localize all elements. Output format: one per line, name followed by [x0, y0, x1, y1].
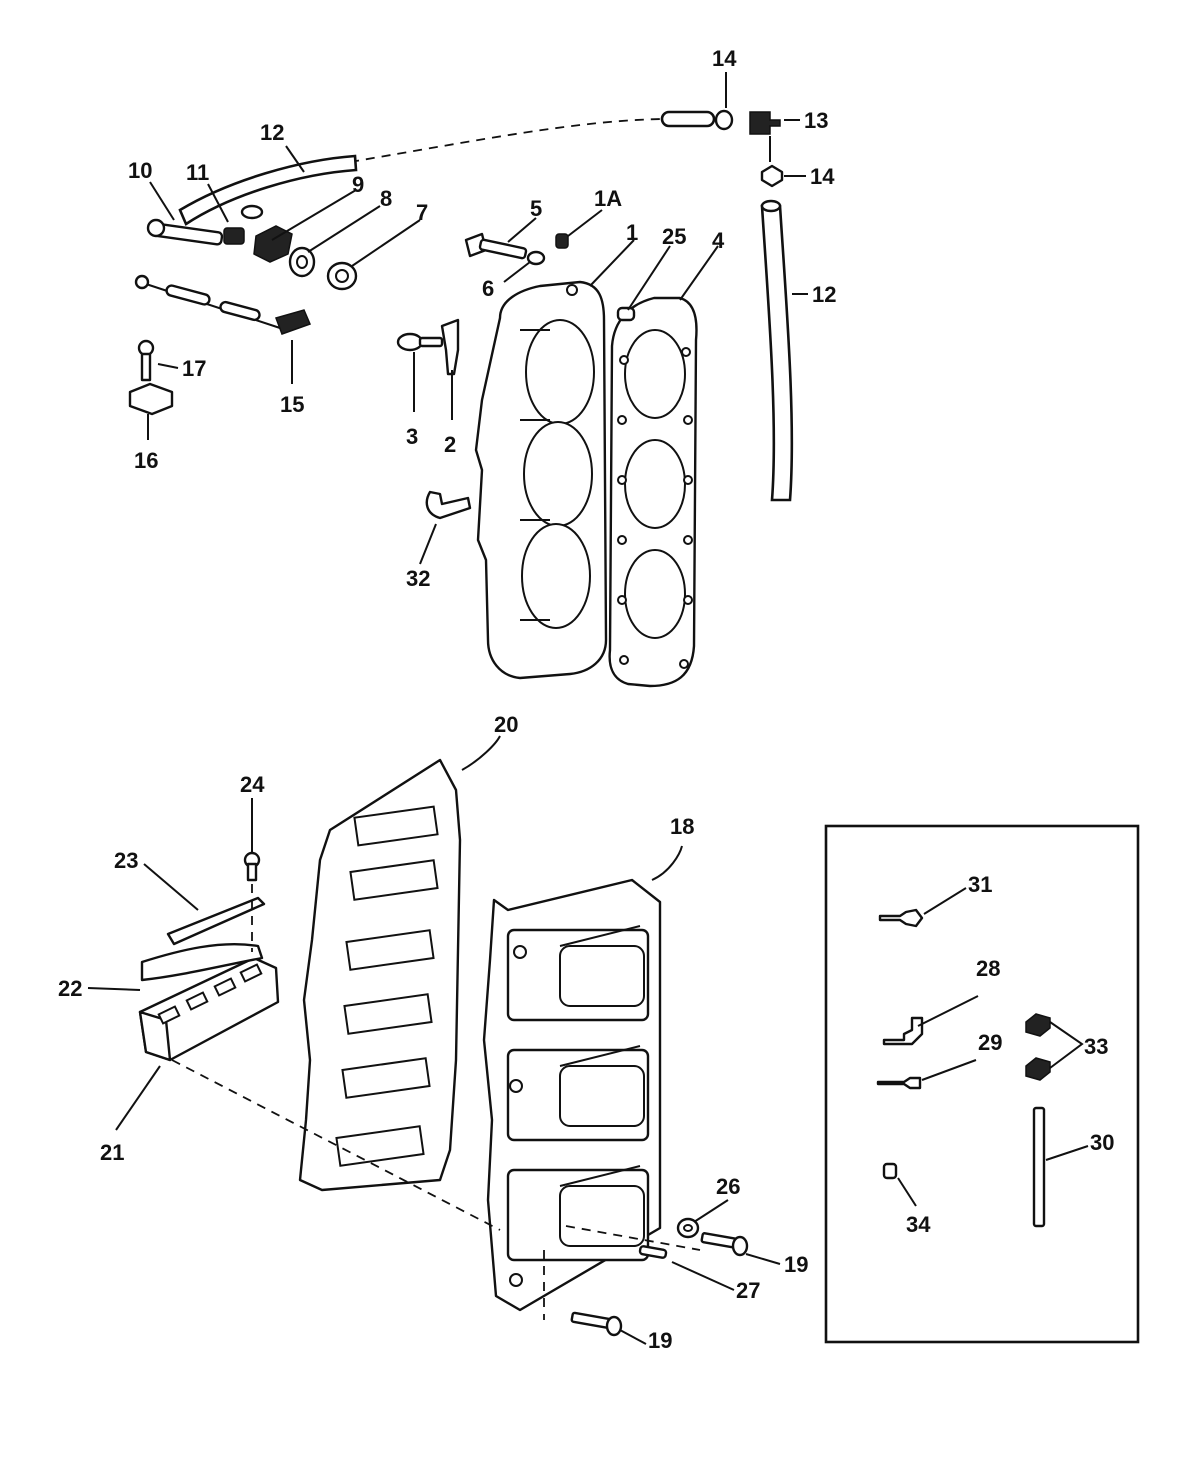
gasket-bolt-holes [617, 347, 693, 669]
callout-9: 9 [352, 172, 364, 197]
callout-29: 29 [978, 1030, 1002, 1055]
callout-32: 32 [406, 566, 430, 591]
screw-24 [243, 851, 261, 882]
callout-3: 3 [406, 424, 418, 449]
hose-left [178, 154, 358, 226]
valve-body-9 [253, 225, 293, 263]
alignment-lines [171, 884, 701, 1320]
callout-7: 7 [416, 200, 428, 225]
callout-4: 4 [712, 228, 725, 253]
callout-2: 2 [444, 432, 456, 457]
pin-25 [616, 306, 636, 322]
intake-manifold-18 [482, 878, 662, 1312]
callout-19-bottom: 19 [648, 1328, 672, 1353]
callout-14-right: 14 [810, 164, 835, 189]
block-16 [128, 382, 174, 416]
reed-stop-23 [166, 896, 266, 946]
callout-19-right: 19 [784, 1252, 808, 1277]
callout-30: 30 [1090, 1130, 1114, 1155]
hose-short [660, 110, 716, 128]
upper-hose-assembly [178, 109, 794, 502]
head-gasket [608, 296, 698, 688]
clip-32 [425, 490, 472, 520]
clips-33 [1025, 1013, 1051, 1081]
callout-11: 11 [186, 160, 209, 185]
callout-5: 5 [530, 196, 542, 221]
callout-12-left: 12 [260, 120, 284, 145]
plug-1a [555, 233, 569, 249]
inset-kit-box [824, 824, 1140, 1344]
screw-3-head [396, 332, 424, 352]
hose-clamp [714, 109, 734, 131]
cylinder-head-cover [474, 280, 608, 680]
callout-15: 15 [280, 392, 304, 417]
callout-1: 1 [626, 220, 638, 245]
cap-34 [882, 1162, 898, 1180]
poppet-valve-assembly [128, 204, 358, 416]
callout-28: 28 [976, 956, 1000, 981]
leader-lines [87, 72, 1089, 1345]
callout-24: 24 [240, 772, 265, 797]
reed-petals-22 [140, 943, 264, 982]
elbow-fitting [749, 111, 781, 135]
clip-2 [440, 318, 460, 376]
long-hose [760, 204, 794, 502]
callout-34: 34 [906, 1212, 931, 1237]
callout-labels: 1 1A 2 3 4 5 6 7 8 9 10 11 12 12 13 14 1… [58, 46, 1114, 1353]
callout-12-right: 12 [812, 282, 836, 307]
screw-17 [140, 352, 152, 382]
callout-22: 22 [58, 976, 82, 1001]
callout-31: 31 [968, 872, 992, 897]
callout-18: 18 [670, 814, 694, 839]
manifold-fasteners [570, 1217, 749, 1337]
callout-20: 20 [494, 712, 518, 737]
callout-23: 23 [114, 848, 138, 873]
callout-21: 21 [100, 1140, 124, 1165]
callout-13: 13 [804, 108, 828, 133]
washer-6 [526, 250, 546, 266]
head-fasteners [396, 232, 636, 520]
fitting-11 [223, 227, 245, 245]
callout-6: 6 [482, 276, 494, 301]
callout-25: 25 [662, 224, 686, 249]
pin-27 [638, 1245, 668, 1259]
callout-8: 8 [380, 186, 392, 211]
reed-block-21 [138, 956, 280, 1062]
tube-30 [1032, 1106, 1046, 1228]
reed-gasket-20 [298, 758, 462, 1192]
callout-16: 16 [134, 448, 158, 473]
elbow-28 [882, 1016, 924, 1046]
fitting-31 [878, 908, 924, 928]
callout-33: 33 [1084, 1034, 1108, 1059]
callout-1a: 1A [594, 186, 622, 211]
callout-27: 27 [736, 1278, 760, 1303]
clamp-14 [760, 164, 784, 188]
callout-10: 10 [128, 158, 152, 183]
fitting-29 [876, 1076, 922, 1090]
callout-14-top: 14 [712, 46, 737, 71]
callout-26: 26 [716, 1174, 740, 1199]
callout-17: 17 [182, 356, 206, 381]
spring-15 [275, 309, 312, 335]
